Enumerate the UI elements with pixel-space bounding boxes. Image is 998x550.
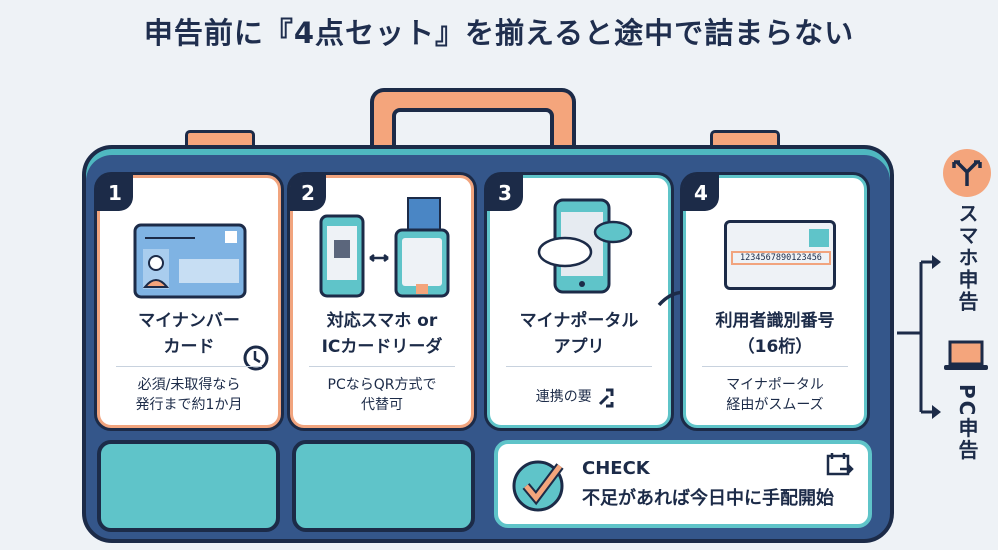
card-note: 発行まで約1か月	[135, 397, 243, 413]
card-title: アプリ	[553, 337, 605, 357]
divider	[116, 366, 262, 367]
card-user-id: 4 1234567890123456 利用者識別番号 （16桁） マイナポータル経…	[683, 175, 867, 428]
step-number: 3	[487, 175, 523, 211]
smartphone-card-reader-icon	[319, 197, 450, 298]
card-note: 連携の要	[535, 389, 592, 405]
check-text: 不足があれば今日中に手配開始	[582, 488, 834, 509]
step-number: 4	[683, 175, 719, 211]
card-device: 2 対応スマホ or ICカードリーダ PCならQR方式で代替可	[290, 175, 474, 428]
app-cloud-icon	[537, 198, 633, 294]
card-note: マイナポータル	[726, 377, 824, 393]
card-note: 代替可	[361, 397, 403, 413]
id-number: 1234567890123456	[731, 251, 831, 265]
empty-slot	[292, 440, 475, 532]
check-label: CHECK	[582, 458, 650, 479]
card-app: 3 マイナポータルアプリ 連携の要	[487, 175, 671, 428]
step-number: 1	[97, 175, 133, 211]
card-title: （16桁）	[737, 337, 813, 357]
checkmark-icon	[512, 460, 564, 512]
card-note: PCならQR方式で	[327, 377, 437, 393]
card-title: 利用者識別番号	[715, 311, 835, 331]
link-icon	[599, 388, 614, 408]
card-note: 必須/未取得なら	[137, 377, 241, 393]
option-smartphone: スマホ申告	[955, 203, 979, 313]
branch-icon	[943, 149, 991, 197]
card-title: 対応スマホ or	[326, 311, 438, 331]
divider	[309, 366, 455, 367]
card-my-number: 1 マイナンバーカード 必須/未取得なら発行まで約1か月	[97, 175, 281, 428]
option-pc: PC申告	[955, 384, 979, 462]
person-icon	[809, 229, 829, 247]
card-title: マイナンバー	[138, 311, 240, 331]
page-title: 申告前に『4点セット』を揃えると途中で詰まらない	[143, 16, 855, 50]
empty-slot	[97, 440, 280, 532]
id-card-icon: 1234567890123456	[724, 220, 836, 290]
card-note: 経由がスムーズ	[726, 397, 824, 413]
divider	[506, 366, 652, 367]
clock-icon	[243, 345, 269, 371]
card-title: ICカードリーダ	[321, 337, 443, 357]
card-title: マイナポータル	[519, 311, 639, 331]
divider	[702, 366, 848, 367]
step-number: 2	[290, 175, 326, 211]
my-number-card-icon	[133, 223, 247, 299]
calendar-arrow-icon	[826, 453, 854, 476]
laptop-icon	[944, 340, 988, 370]
check-panel: CHECK 不足があれば今日中に手配開始	[494, 440, 872, 528]
branch-connector	[897, 255, 941, 419]
card-title: カード	[163, 337, 215, 357]
